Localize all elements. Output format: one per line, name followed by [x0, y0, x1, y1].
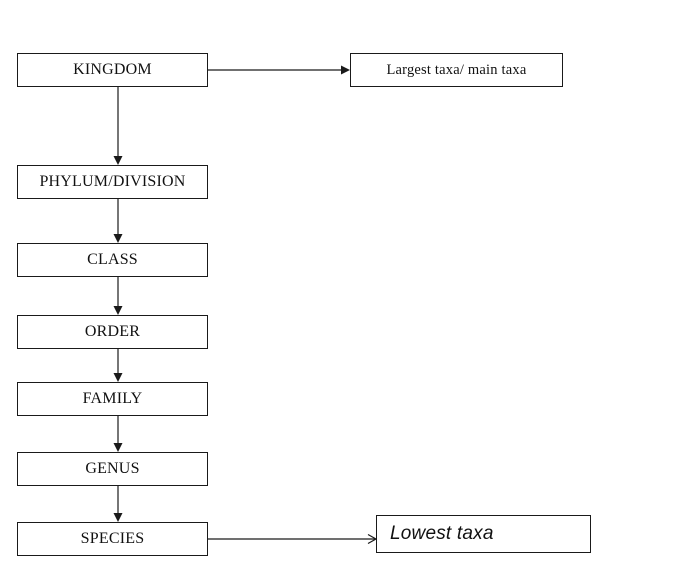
node-phylum: PHYLUM/DIVISION [17, 165, 208, 199]
node-species-label: SPECIES [80, 530, 145, 547]
node-class: CLASS [17, 243, 208, 277]
annotation-largest-taxa: Largest taxa/ main taxa [350, 53, 563, 87]
arrow-family-to-genus [113, 416, 123, 452]
arrow-genus-to-species [113, 486, 123, 522]
node-family-label: FAMILY [82, 390, 143, 407]
node-kingdom-label: KINGDOM [73, 61, 152, 78]
node-phylum-label: PHYLUM/DIVISION [39, 173, 186, 190]
arrow-phylum-to-class [113, 199, 123, 243]
node-family: FAMILY [17, 382, 208, 416]
node-order-label: ORDER [84, 323, 141, 340]
arrow-class-to-order [113, 277, 123, 315]
annotation-lowest-taxa: Lowest taxa [376, 515, 591, 553]
node-species: SPECIES [17, 522, 208, 556]
node-order: ORDER [17, 315, 208, 349]
node-genus: GENUS [17, 452, 208, 486]
arrow-kingdom-to-largest [208, 65, 350, 75]
node-genus-label: GENUS [85, 460, 140, 477]
arrow-order-to-family [113, 349, 123, 382]
arrow-kingdom-to-phylum [113, 87, 123, 165]
arrow-species-to-lowest [208, 533, 378, 545]
node-class-label: CLASS [87, 251, 138, 268]
node-kingdom: KINGDOM [17, 53, 208, 87]
annotation-largest-taxa-label: Largest taxa/ main taxa [386, 61, 527, 78]
annotation-lowest-taxa-label: Lowest taxa [390, 523, 494, 544]
